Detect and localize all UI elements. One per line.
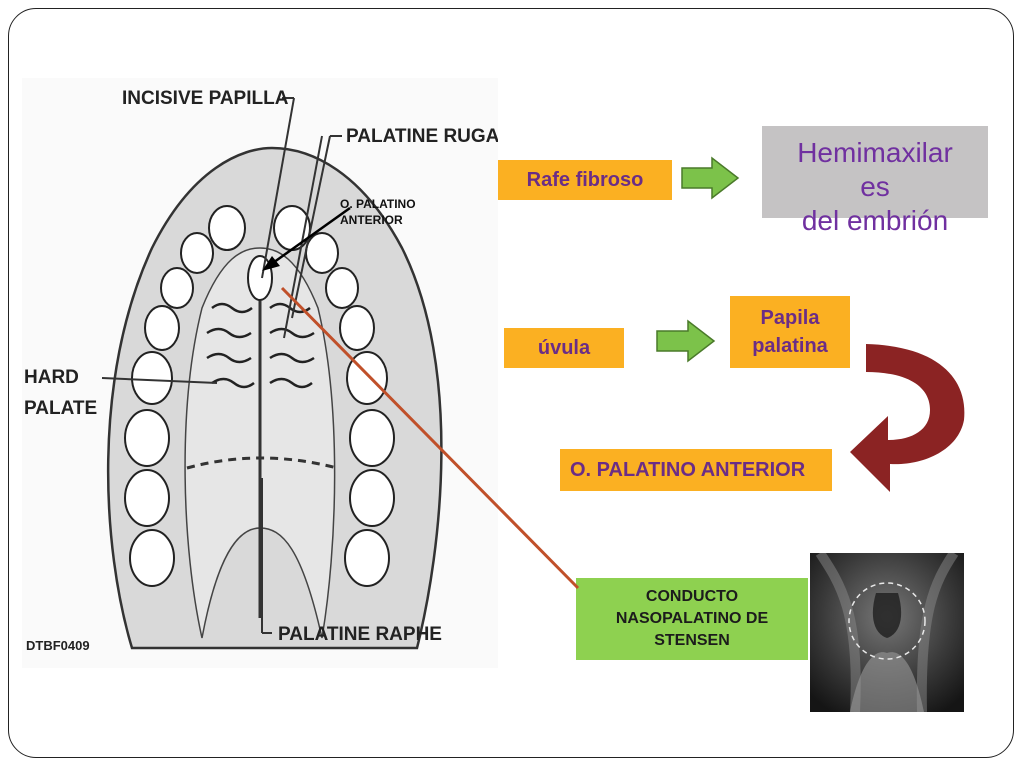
rafe-fibroso-box: Rafe fibroso — [498, 160, 672, 200]
o-palatino-anterior-box: O. PALATINO ANTERIOR — [560, 449, 832, 491]
figure-code-label: DTBF0409 — [26, 638, 90, 653]
o-palatino-label-line1: O. PALATINO — [340, 197, 416, 211]
hard-palate-illustration: INCISIVE PAPILLA PALATINE RUGAE HARD PAL… — [22, 78, 498, 668]
hemimaxilares-line2: es — [860, 171, 890, 202]
uvula-text: úvula — [537, 336, 591, 359]
slide-frame — [8, 8, 1014, 758]
hemimaxilares-box — [762, 126, 988, 218]
papila-palatina-box: Papila palatina — [730, 296, 850, 368]
o-palatino-anterior-text: O. PALATINO ANTERIOR — [570, 458, 806, 481]
rafe-fibroso-text: Rafe fibroso — [526, 168, 644, 191]
hard-palate-label-line1: HARD — [24, 367, 79, 388]
incisive-papilla-label: INCISIVE PAPILLA — [122, 88, 289, 109]
conducto-line1: CONDUCTO — [645, 588, 739, 605]
conducto-line2: NASOPALATINO DE — [615, 610, 769, 627]
hemimaxilares-line3: del embrión — [801, 205, 949, 236]
palatine-raphe-label: PALATINE RAPHE — [278, 624, 442, 645]
xray-image — [810, 553, 964, 712]
hemimaxilares-text: Hemimaxilar es del embrión — [762, 136, 988, 238]
hemimaxilares-line1: Hemimaxilar — [797, 137, 953, 168]
o-palatino-label-line2: ANTERIOR — [340, 213, 403, 227]
papila-line2: palatina — [752, 335, 828, 357]
palatine-rugae-label: PALATINE RUGAE — [346, 126, 498, 147]
hard-palate-label-line2: PALATE — [24, 398, 97, 419]
papila-line1: Papila — [760, 307, 820, 329]
conducto-nasopalatino-box: CONDUCTO NASOPALATINO DE STENSEN — [576, 578, 808, 660]
uvula-box: úvula — [504, 328, 624, 368]
o-palatino-label: O. PALATINO ANTERIOR — [340, 196, 416, 228]
conducto-line3: STENSEN — [654, 632, 730, 649]
